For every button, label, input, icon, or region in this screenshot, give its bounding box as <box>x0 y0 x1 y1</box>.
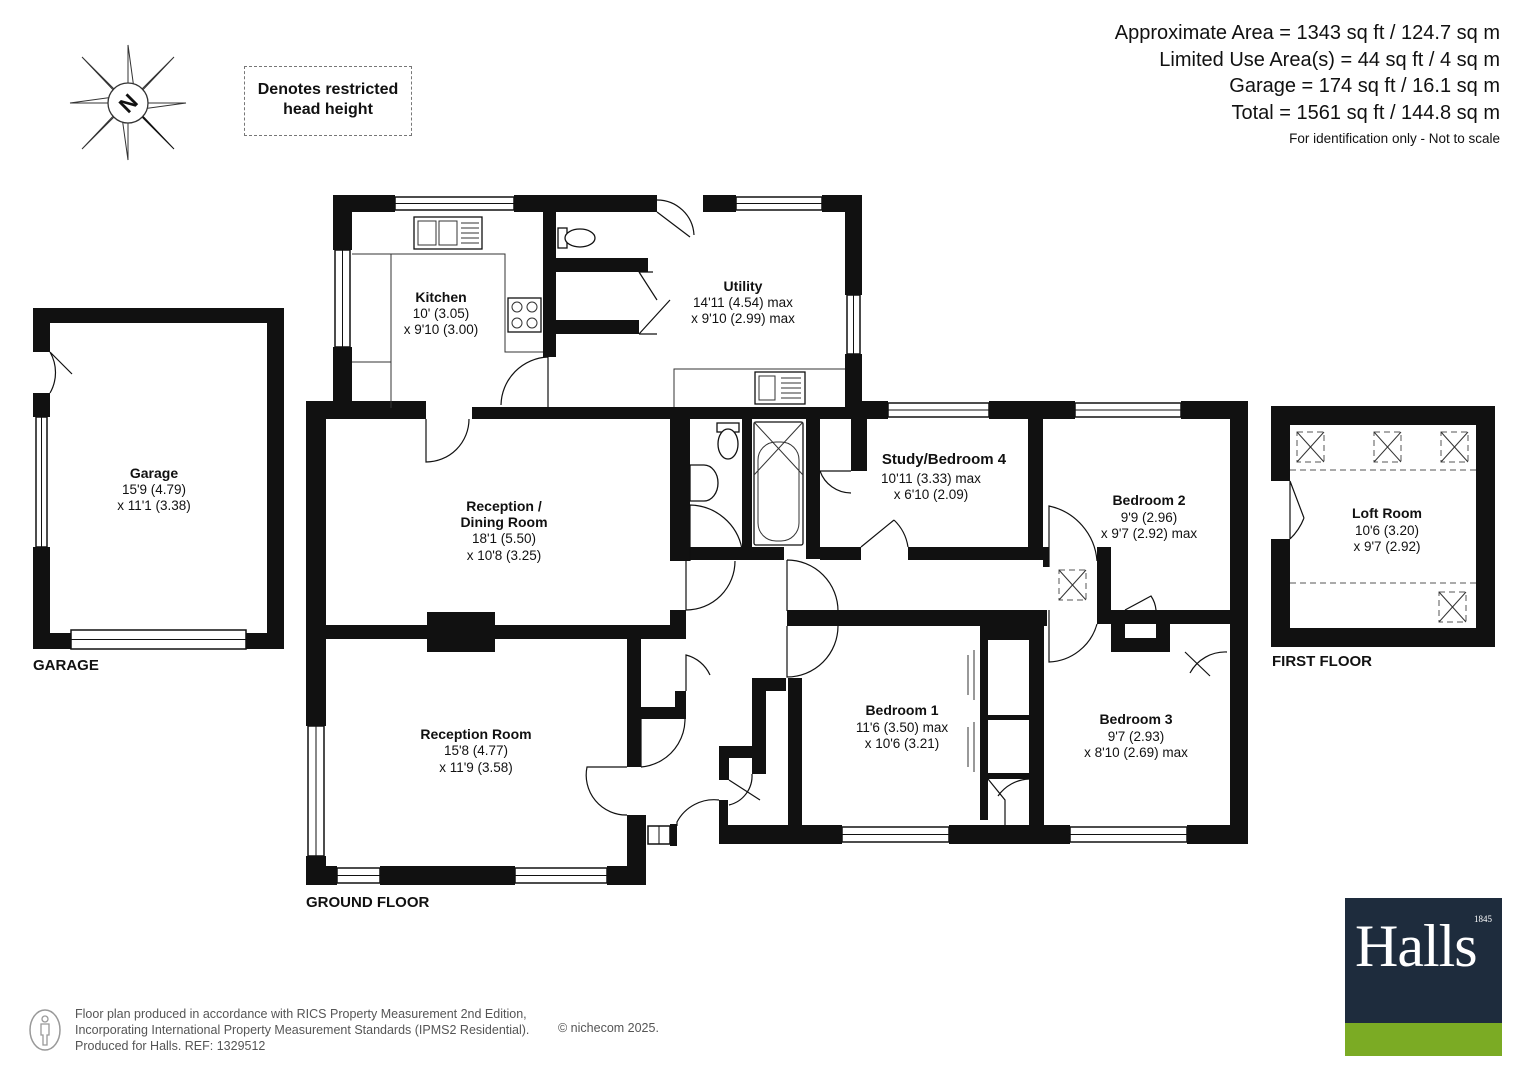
doors <box>425 199 1228 826</box>
svg-text:18'1 (5.50): 18'1 (5.50) <box>472 531 536 546</box>
logo-year: 1845 <box>1474 914 1492 924</box>
compass-icon: N <box>69 44 187 161</box>
logo-navy-block: Halls 1845 <box>1345 898 1502 1023</box>
logo-name: Halls <box>1355 913 1478 979</box>
room-label-loft: Loft Room 10'6 (3.20) x 9'7 (2.92) <box>1352 505 1422 554</box>
room-label-reception: Reception Room 15'8 (4.77) x 11'9 (3.58) <box>420 726 531 775</box>
room-label-kitchen: Kitchen 10' (3.05) x 9'10 (3.00) <box>404 289 479 337</box>
area-approximate: Approximate Area = 1343 sq ft / 124.7 sq… <box>1114 22 1500 44</box>
svg-text:15'8 (4.77): 15'8 (4.77) <box>444 743 508 758</box>
room-label-reception-dining: Reception / Dining Room 18'1 (5.50) x 10… <box>460 498 547 563</box>
svg-text:x 11'9 (3.58): x 11'9 (3.58) <box>439 760 513 775</box>
svg-text:x 10'6 (3.21): x 10'6 (3.21) <box>865 736 940 751</box>
svg-text:Reception /: Reception / <box>466 498 542 514</box>
footer-disclaimer: Floor plan produced in accordance with R… <box>75 1006 529 1054</box>
bathroom-fixtures <box>689 421 804 546</box>
person-scale-icon <box>29 1009 61 1051</box>
svg-text:x 10'8 (3.25): x 10'8 (3.25) <box>467 548 542 563</box>
svg-text:x 9'10 (2.99) max: x 9'10 (2.99) max <box>691 311 795 326</box>
svg-text:Loft Room: Loft Room <box>1352 505 1422 521</box>
svg-text:Utility: Utility <box>724 278 763 294</box>
svg-text:Study/Bedroom 4: Study/Bedroom 4 <box>882 451 1007 468</box>
loft-structure <box>1271 406 1495 647</box>
svg-text:10'11 (3.33) max: 10'11 (3.33) max <box>881 471 981 486</box>
room-label-study: Study/Bedroom 4 10'11 (3.33) max x 6'10 … <box>881 451 1007 502</box>
footer-line3: Produced for Halls. REF: 1329512 <box>75 1039 266 1053</box>
svg-text:Dining Room: Dining Room <box>460 514 547 530</box>
footer-copyright: © nichecom 2025. <box>558 1021 659 1035</box>
svg-text:Kitchen: Kitchen <box>415 289 466 305</box>
svg-text:x 9'7 (2.92): x 9'7 (2.92) <box>1353 539 1420 554</box>
svg-text:10'6 (3.20): 10'6 (3.20) <box>1355 523 1419 538</box>
room-label-bedroom3: Bedroom 3 9'7 (2.93) x 8'10 (2.69) max <box>1084 711 1188 760</box>
footer-line1: Floor plan produced in accordance with R… <box>75 1007 527 1021</box>
restricted-height-legend: Denotes restricted head height <box>244 66 412 136</box>
room-label-bedroom1: Bedroom 1 11'6 (3.50) max x 10'6 (3.21) <box>856 702 949 751</box>
logo-green-band <box>1345 1023 1502 1056</box>
svg-text:10' (3.05): 10' (3.05) <box>413 306 470 321</box>
svg-text:Garage: Garage <box>130 465 178 481</box>
area-total: Total = 1561 sq ft / 144.8 sq m <box>1231 101 1501 124</box>
svg-text:x 11'1 (3.38): x 11'1 (3.38) <box>117 498 191 513</box>
svg-text:Bedroom 1: Bedroom 1 <box>865 702 938 718</box>
halls-logo: Halls 1845 <box>1345 898 1502 1056</box>
floor-label-ground: GROUND FLOOR <box>306 894 429 911</box>
svg-text:14'11 (4.54) max: 14'11 (4.54) max <box>693 295 793 310</box>
floor-label-first: FIRST FLOOR <box>1272 653 1372 670</box>
area-garage: Garage = 174 sq ft / 16.1 sq m <box>1229 75 1500 97</box>
svg-text:x 9'7 (2.92) max: x 9'7 (2.92) max <box>1101 526 1198 541</box>
svg-text:x 6'10 (2.09): x 6'10 (2.09) <box>894 487 969 502</box>
svg-text:Bedroom 3: Bedroom 3 <box>1099 711 1172 727</box>
svg-text:x 9'10 (3.00): x 9'10 (3.00) <box>404 322 479 337</box>
restricted-legend-line2: head height <box>283 101 373 118</box>
garage-structure <box>33 308 284 650</box>
area-limited-use: Limited Use Area(s) = 44 sq ft / 4 sq m <box>1159 48 1500 71</box>
svg-text:x 8'10 (2.69) max: x 8'10 (2.69) max <box>1084 745 1188 760</box>
kitchen-fixtures <box>352 216 845 408</box>
ground-floor-structure <box>306 195 1248 885</box>
scale-note: For identification only - Not to scale <box>1289 131 1500 146</box>
room-label-bedroom2: Bedroom 2 9'9 (2.96) x 9'7 (2.92) max <box>1101 492 1198 541</box>
svg-text:11'6 (3.50) max: 11'6 (3.50) max <box>856 720 949 735</box>
room-label-utility: Utility 14'11 (4.54) max x 9'10 (2.99) m… <box>691 278 795 326</box>
room-label-garage: Garage 15'9 (4.79) x 11'1 (3.38) <box>117 465 191 513</box>
svg-text:Bedroom 2: Bedroom 2 <box>1112 492 1185 508</box>
svg-text:Reception Room: Reception Room <box>420 726 531 742</box>
svg-text:15'9 (4.79): 15'9 (4.79) <box>122 482 186 497</box>
floor-label-garage: GARAGE <box>33 657 99 674</box>
footer-line2: Incorporating International Property Mea… <box>75 1023 530 1037</box>
area-summary: Approximate Area = 1343 sq ft / 124.7 sq… <box>1115 20 1500 126</box>
restricted-legend-line1: Denotes restricted <box>257 81 399 98</box>
svg-text:9'9 (2.96): 9'9 (2.96) <box>1121 510 1178 525</box>
svg-text:9'7 (2.93): 9'7 (2.93) <box>1108 729 1165 744</box>
